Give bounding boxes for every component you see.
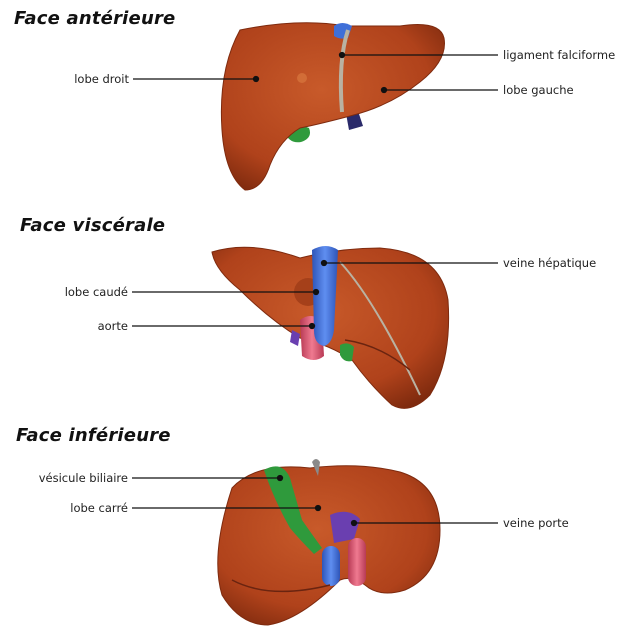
label-aorte: aorte <box>20 319 128 333</box>
liver-anterior <box>221 23 444 190</box>
visceral-green-vessel <box>340 343 354 361</box>
label-veine-porte: veine porte <box>503 516 569 530</box>
liver-visceral <box>212 246 449 408</box>
inferior-blue-vessel <box>322 546 340 586</box>
label-lobe-gauche: lobe gauche <box>503 83 574 97</box>
liver-inferior <box>218 459 440 625</box>
label-lobe-droit: lobe droit <box>30 72 129 86</box>
label-veine-hepatique: veine hépatique <box>503 256 596 270</box>
label-vesicule-biliaire: vésicule biliaire <box>10 471 128 485</box>
label-ligament-falciforme: ligament falciforme <box>503 48 615 62</box>
anterior-liver-shape <box>221 23 444 190</box>
inferior-liver-shape <box>218 466 440 625</box>
inferior-pink-vessel <box>348 538 366 586</box>
label-lobe-caude: lobe caudé <box>20 285 128 299</box>
anterior-highlight <box>297 73 307 83</box>
label-lobe-carre: lobe carré <box>10 501 128 515</box>
